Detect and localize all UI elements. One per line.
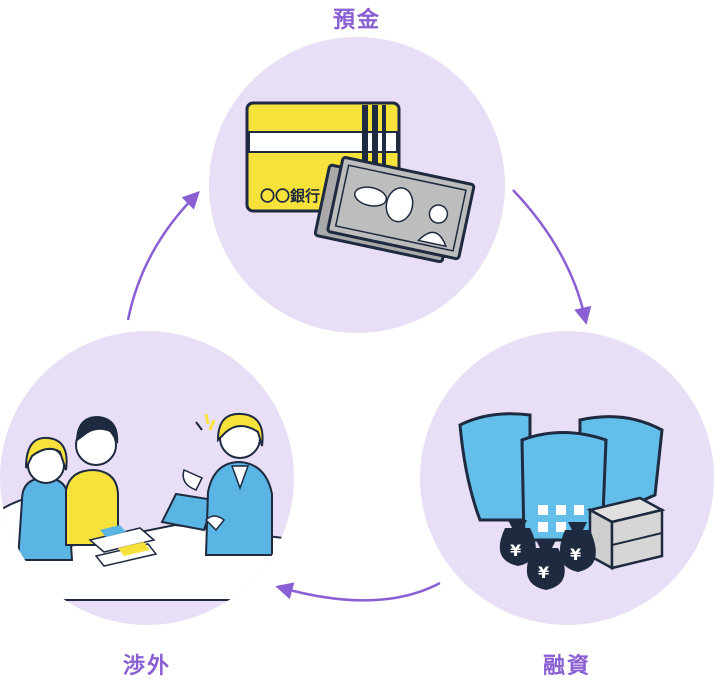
sparkle-icon	[195, 413, 216, 431]
money-bag-yen: ¥	[538, 563, 549, 582]
deposit-node: 〇〇銀行	[209, 37, 505, 333]
sales-label: 渉外	[122, 654, 171, 679]
arrow-loan-to-sales	[275, 581, 441, 602]
money-bag-icon: ¥	[559, 522, 596, 572]
money-bag-icon: ¥	[499, 520, 536, 566]
banker-figure	[182, 412, 273, 556]
loan-node: ¥ ¥ ¥	[420, 331, 714, 625]
arrow-deposit-to-loan	[512, 189, 592, 325]
buildings-icon	[458, 412, 664, 542]
money-bag-icon: ¥	[526, 540, 565, 590]
documents-icon	[88, 525, 158, 567]
arrow-sales-to-deposit	[126, 191, 200, 321]
banknote-front-icon	[326, 156, 476, 261]
card-bank-name: 〇〇銀行	[260, 187, 320, 205]
money-bag-yen: ¥	[510, 541, 521, 560]
customer-woman-figure	[16, 436, 74, 561]
customer-meeting-icon	[0, 412, 294, 601]
loan-label: 融資	[542, 654, 591, 679]
customer-man-figure	[65, 416, 119, 546]
deposit-label: 預金	[332, 8, 381, 33]
money-bag-yen: ¥	[570, 545, 581, 564]
sales-node	[0, 331, 294, 625]
cash-bundle-icon	[586, 496, 666, 571]
